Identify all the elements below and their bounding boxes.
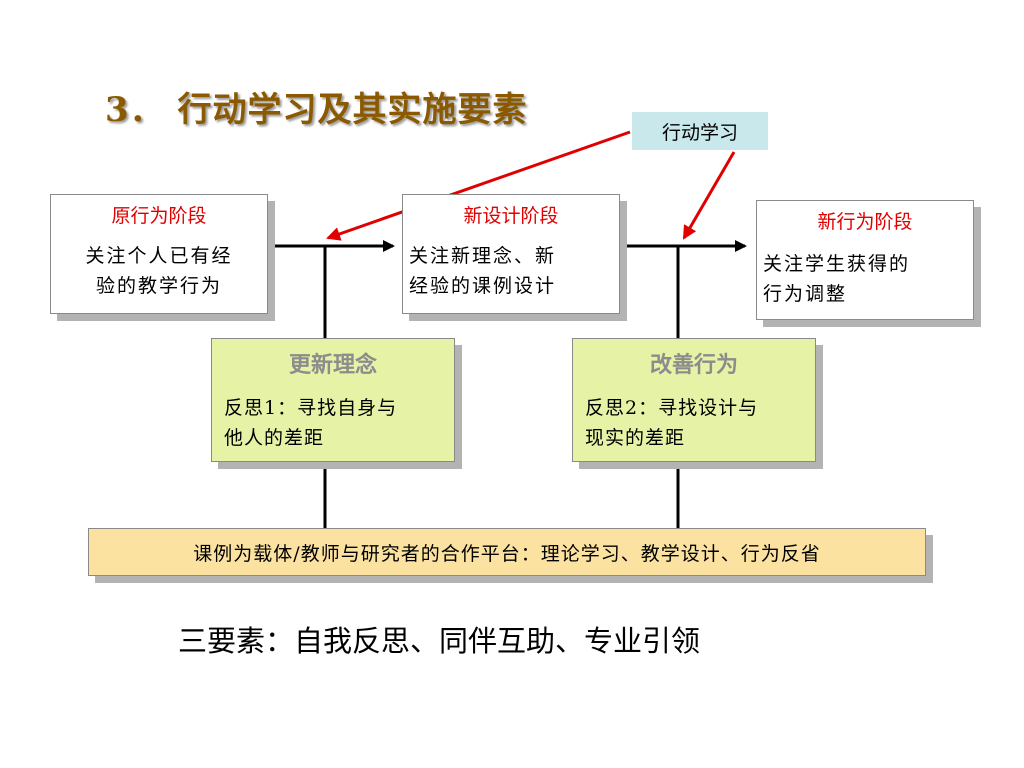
box-title: 改善行为: [649, 353, 738, 378]
stage-line: 经验的课例设计: [409, 275, 557, 297]
stage-line: 关注学生获得的: [763, 253, 911, 275]
stage-title: 新行为阶段: [817, 211, 913, 233]
box-description: 反思1：寻找自身与 他人的差距: [224, 393, 397, 453]
stage-title: 原行为阶段: [111, 205, 207, 227]
stage-line: 行为调整: [763, 283, 848, 305]
stage-description: 关注个人已有经 验的教学行为: [51, 241, 267, 301]
red-arrow-right: [682, 151, 736, 240]
stage-line: 验的教学行为: [95, 275, 222, 297]
box-title: 更新理念: [288, 353, 377, 378]
slide-title: 3． 行动学习及其实施要素: [105, 90, 528, 130]
three-elements-summary: 三要素：自我反思、同伴互助、专业引领: [178, 624, 701, 658]
improve-behavior-box: 改善行为 反思2：寻找设计与 现实的差距: [572, 338, 816, 462]
stage-title: 新设计阶段: [463, 205, 559, 227]
stage-description: 关注新理念、新 经验的课例设计: [409, 241, 556, 301]
box-description: 反思2：寻找设计与 现实的差距: [585, 393, 758, 453]
stage-new-behavior: 新行为阶段 关注学生获得的 行为调整: [756, 200, 974, 320]
stage-line: 关注新理念、新: [409, 245, 557, 267]
update-concept-box: 更新理念 反思1：寻找自身与 他人的差距: [211, 338, 455, 462]
stage-original-behavior: 原行为阶段 关注个人已有经 验的教学行为: [50, 194, 268, 314]
box-line: 他人的差距: [224, 427, 325, 449]
action-learning-callout: 行动学习: [632, 112, 768, 150]
cooperation-platform-bar: 课例为载体/教师与研究者的合作平台：理论学习、教学设计、行为反省: [88, 528, 926, 576]
box-line: 现实的差距: [585, 427, 686, 449]
box-line: 反思2：寻找设计与: [585, 397, 759, 419]
stage-line: 关注个人已有经: [85, 245, 233, 267]
stage-new-design: 新设计阶段 关注新理念、新 经验的课例设计: [402, 194, 620, 314]
box-line: 反思1：寻找自身与: [224, 397, 398, 419]
red-arrow-left: [326, 130, 631, 241]
stage-description: 关注学生获得的 行为调整: [763, 249, 910, 309]
